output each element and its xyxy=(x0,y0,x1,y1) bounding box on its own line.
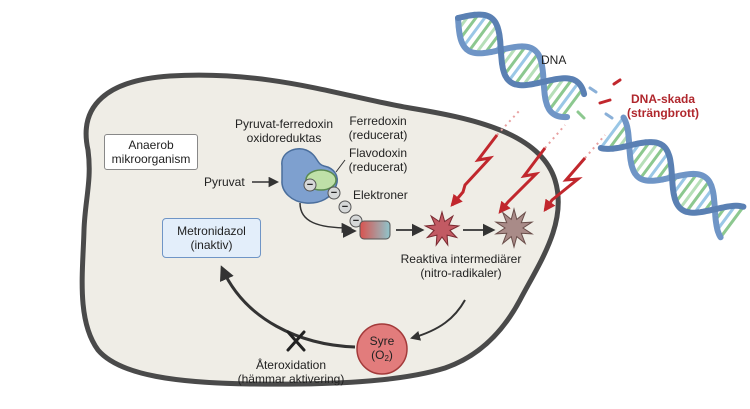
dna-damage-label-line2: (strängbrott) xyxy=(627,106,699,120)
pyruvate-label: Pyruvat xyxy=(204,175,245,189)
electron-sign-4: − xyxy=(352,215,360,227)
enzyme-label: Pyruvat-ferredoxin oxidoreduktas xyxy=(225,117,343,145)
intermediates-label-line1: Reaktiva intermediärer xyxy=(400,252,522,266)
oxygen-circle xyxy=(356,323,408,375)
electron-2 xyxy=(327,186,341,200)
metronidazole-label-line1: Metronidazol xyxy=(177,224,246,238)
oxygen-label-line2: (O2) xyxy=(357,348,407,366)
dna-base-pair xyxy=(630,141,651,167)
intermediates-label: Reaktiva intermediärer (nitro-radikaler) xyxy=(394,252,528,280)
enzyme-label-line1: Pyruvat-ferredoxin xyxy=(234,117,334,131)
electron-1 xyxy=(303,178,317,192)
organism-label-line2: mikroorganism xyxy=(111,152,191,166)
dna-base-pair xyxy=(646,152,670,182)
dna-base-pair xyxy=(462,14,488,47)
damage-trails xyxy=(496,109,606,159)
dna-base-pair xyxy=(685,180,711,213)
dna-base-pair xyxy=(544,77,566,104)
flavodoxin-label-line1: Flavodoxin xyxy=(348,146,408,160)
organism-label-line1: Anaerob xyxy=(128,138,174,152)
ferredoxin-label-line1: Ferredoxin xyxy=(349,114,407,128)
enzyme-to-drug-arrow xyxy=(299,202,353,234)
electrons xyxy=(303,178,363,228)
dna-base-pair xyxy=(678,175,706,210)
dna-base-pair xyxy=(716,204,737,231)
inhibition-x xyxy=(286,330,306,352)
dna-base-pair xyxy=(548,78,574,111)
dna-base-pair xyxy=(638,145,666,180)
reoxidation-label-line2: (hämmar aktivering) xyxy=(237,372,345,386)
damage-bolt-2 xyxy=(498,147,547,214)
damage-bolt-1 xyxy=(450,134,499,207)
oxygen-label: Syre (O2) xyxy=(357,334,407,366)
dna-base-pair xyxy=(513,52,540,86)
flavodoxin-label: Flavodoxin (reducerat) xyxy=(340,146,416,174)
dna-damage-label-line1: DNA-skada xyxy=(630,92,696,106)
dna-base-pair xyxy=(560,88,584,118)
reoxidation-arrow xyxy=(220,265,356,349)
dna-base-pair xyxy=(719,205,745,239)
metronidazole-box: Metronidazol (inaktiv) xyxy=(162,218,261,258)
oxygen-formula-open: (O xyxy=(371,348,385,362)
dna-damage-label: DNA-skada (strängbrott) xyxy=(615,92,711,120)
damage-bolt-3 xyxy=(543,157,587,212)
oxygen-formula-sub: 2 xyxy=(384,354,389,363)
dna-base-pair xyxy=(599,116,625,149)
dna-base-pair xyxy=(507,47,534,82)
dna-base-pair xyxy=(503,45,527,76)
electron-sign-1: − xyxy=(306,179,314,191)
flavodoxin-label-line2: (reducerat) xyxy=(348,160,408,174)
reoxidation-label: Återoxidation (hämmar aktivering) xyxy=(226,358,356,386)
electrons-label: Elektroner xyxy=(353,188,408,202)
dna-base-pair xyxy=(459,13,480,40)
electron-sign-2: − xyxy=(330,187,338,199)
nitro-radical-damaged xyxy=(494,207,534,249)
damage-bolts xyxy=(450,134,587,214)
dna-base-pair xyxy=(607,124,628,150)
ferredoxin-label-line2: (reducerat) xyxy=(348,128,408,142)
dna-base-pair xyxy=(693,187,714,214)
intermediates-label-line2: (nitro-radikaler) xyxy=(420,266,502,280)
flavodoxin-pointer xyxy=(335,159,346,173)
dna-base-pair xyxy=(553,81,580,116)
dna-base-pair xyxy=(467,18,494,52)
oxygen-formula-close: ) xyxy=(388,348,393,362)
organism-label-box: Anaerob mikroorganism xyxy=(104,134,198,170)
dna-label: DNA xyxy=(541,53,567,67)
nitro-radical xyxy=(423,210,461,247)
metronidazole-label-line2: (inaktiv) xyxy=(190,238,233,252)
reoxidation-label-line1: Återoxidation xyxy=(255,358,327,372)
electron-sign-3: − xyxy=(341,201,349,213)
oxygen-label-line1: Syre xyxy=(369,334,395,348)
ferredoxin-label: Ferredoxin (reducerat) xyxy=(340,114,416,142)
to-oxygen-arrow xyxy=(410,299,466,341)
dna-base-pair xyxy=(674,173,698,203)
cell-membrane xyxy=(79,72,561,387)
dna-base-pair xyxy=(633,142,659,175)
dna-base-pair xyxy=(474,24,499,54)
enzyme-label-line2: oxidoreduktas xyxy=(246,131,322,145)
dna-helix xyxy=(455,11,747,241)
activated-metronidazole xyxy=(359,220,391,240)
dna-break-fragments xyxy=(576,78,622,120)
dna-base-pair xyxy=(522,60,543,87)
electron-3 xyxy=(338,200,352,214)
